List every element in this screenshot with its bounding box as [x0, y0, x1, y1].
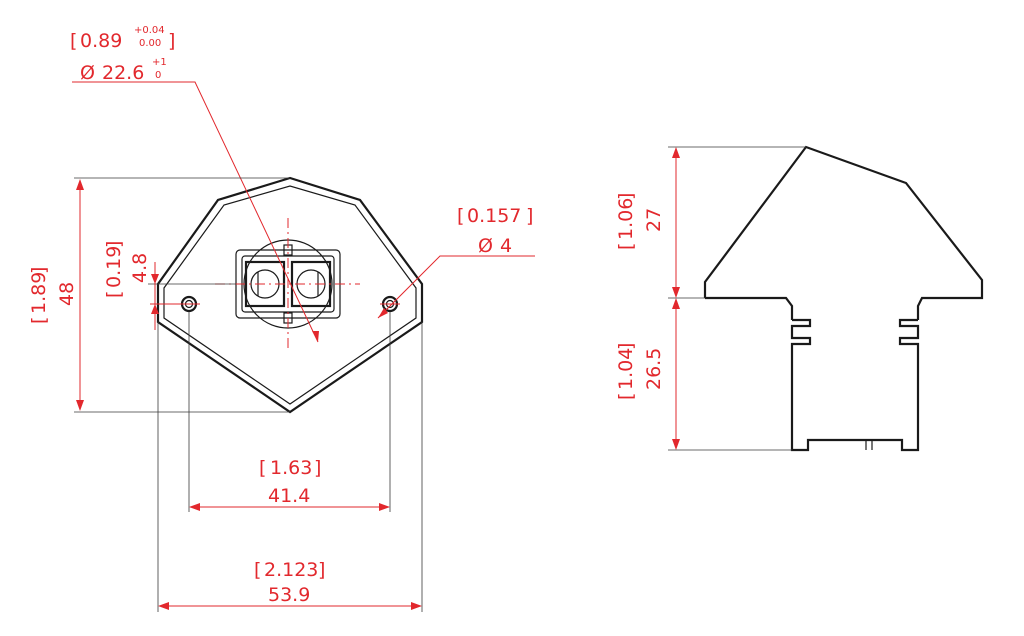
height-bracket-open: [: [28, 317, 50, 324]
mount-hole-bracket-open: [: [457, 205, 464, 227]
hole-spacing-arrow-left: [189, 503, 200, 511]
hole-dia-bracket-close: ]: [168, 30, 175, 52]
hole-dia-mm: 22.6: [102, 62, 144, 84]
hole-spacing-inch: 1.63: [270, 457, 312, 479]
overall-width-bracket-close: ]: [318, 559, 325, 581]
lower-height-bracket-close: ]: [615, 343, 637, 350]
height-bracket-close: ]: [28, 267, 50, 274]
lower-height-mm: 26.5: [643, 348, 665, 390]
mount-hole-leader: [377, 255, 535, 319]
overall-width-bracket-open: [: [254, 559, 261, 581]
side-view: [703, 145, 984, 452]
hole-spacing-arrow-right: [379, 503, 390, 511]
mount-hole-mm: 4: [500, 235, 512, 257]
hole-diameter-dimension: [ 0.89 +0.04 0.00 ] Ø 22.6 +1 0: [70, 25, 319, 343]
hole-dia-mm-tol-lower: 0: [155, 70, 161, 81]
upper-height-dimension: [ 1.06 ] 27: [615, 146, 806, 299]
front-view: [150, 176, 424, 414]
upper-height-mm: 27: [643, 208, 665, 232]
height-inch: 1.89: [28, 272, 50, 314]
mount-hole-inch: 0.157: [467, 205, 521, 227]
lower-height-bracket-open: [: [615, 393, 637, 400]
lower-height-arrow-top: [672, 298, 680, 309]
height-arrow-top: [76, 179, 84, 190]
height-arrow-bottom: [76, 400, 84, 411]
overall-width-arrow-right: [411, 602, 422, 610]
lower-height-dimension: [ 1.04 ] 26.5: [615, 298, 792, 451]
overall-width-mm: 53.9: [268, 584, 310, 606]
offset-bracket-close: ]: [103, 241, 125, 248]
front-body-inner-outline: [163, 185, 417, 405]
hole-dia-inch-tol-upper: +0.04: [134, 25, 165, 36]
offset-dimension: [ 0.19 ] 4.8: [103, 241, 236, 330]
side-roof-base-left: [705, 296, 794, 320]
upper-height-inch: 1.06: [615, 198, 637, 240]
height-mm: 48: [56, 282, 78, 306]
hole-diameter-arrow: [312, 331, 319, 342]
upper-height-bracket-close: ]: [615, 193, 637, 200]
offset-inch: 0.19: [103, 246, 125, 288]
mount-hole-bracket-close: ]: [526, 205, 533, 227]
offset-bracket-open: [: [103, 291, 125, 298]
lower-height-arrow-bottom: [672, 439, 680, 450]
offset-arrow-bottom: [151, 304, 159, 314]
hole-dia-bracket-open: [: [70, 30, 77, 52]
height-dimension: [ 1.89 ] 48: [28, 177, 290, 413]
hole-spacing-dimension: [ 1.63 ] 41.4: [188, 312, 391, 512]
overall-width-arrow-left: [158, 602, 169, 610]
side-body-left: [790, 318, 920, 452]
lower-height-inch: 1.04: [615, 348, 637, 390]
mount-hole-dimension: [ 0.157 ] Ø 4: [377, 205, 535, 319]
offset-mm: 4.8: [129, 253, 151, 283]
hole-dia-mm-tol-upper: +1: [152, 57, 167, 68]
hole-dia-inch-tol-lower: 0.00: [139, 38, 161, 49]
upper-height-arrow-bottom: [672, 287, 680, 298]
front-body-outline: [156, 176, 424, 414]
mount-hole-dia-symbol: Ø: [478, 235, 493, 257]
hole-spacing-bracket-open: [: [259, 457, 266, 479]
upper-height-bracket-open: [: [615, 243, 637, 250]
hole-dia-inch: 0.89: [80, 30, 122, 52]
mount-hole-arrow: [378, 308, 388, 318]
hole-spacing-mm: 41.4: [268, 485, 310, 507]
hole-diameter-leader: [72, 81, 319, 343]
overall-width-inch: 2.123: [264, 559, 318, 581]
upper-height-arrow-top: [672, 147, 680, 158]
hole-dia-symbol: Ø: [80, 62, 95, 84]
hole-spacing-bracket-close: ]: [314, 457, 321, 479]
side-roof-outline: [703, 145, 984, 320]
overall-width-dimension: [ 2.123 ] 53.9: [157, 322, 423, 612]
offset-arrow-top: [151, 274, 159, 284]
